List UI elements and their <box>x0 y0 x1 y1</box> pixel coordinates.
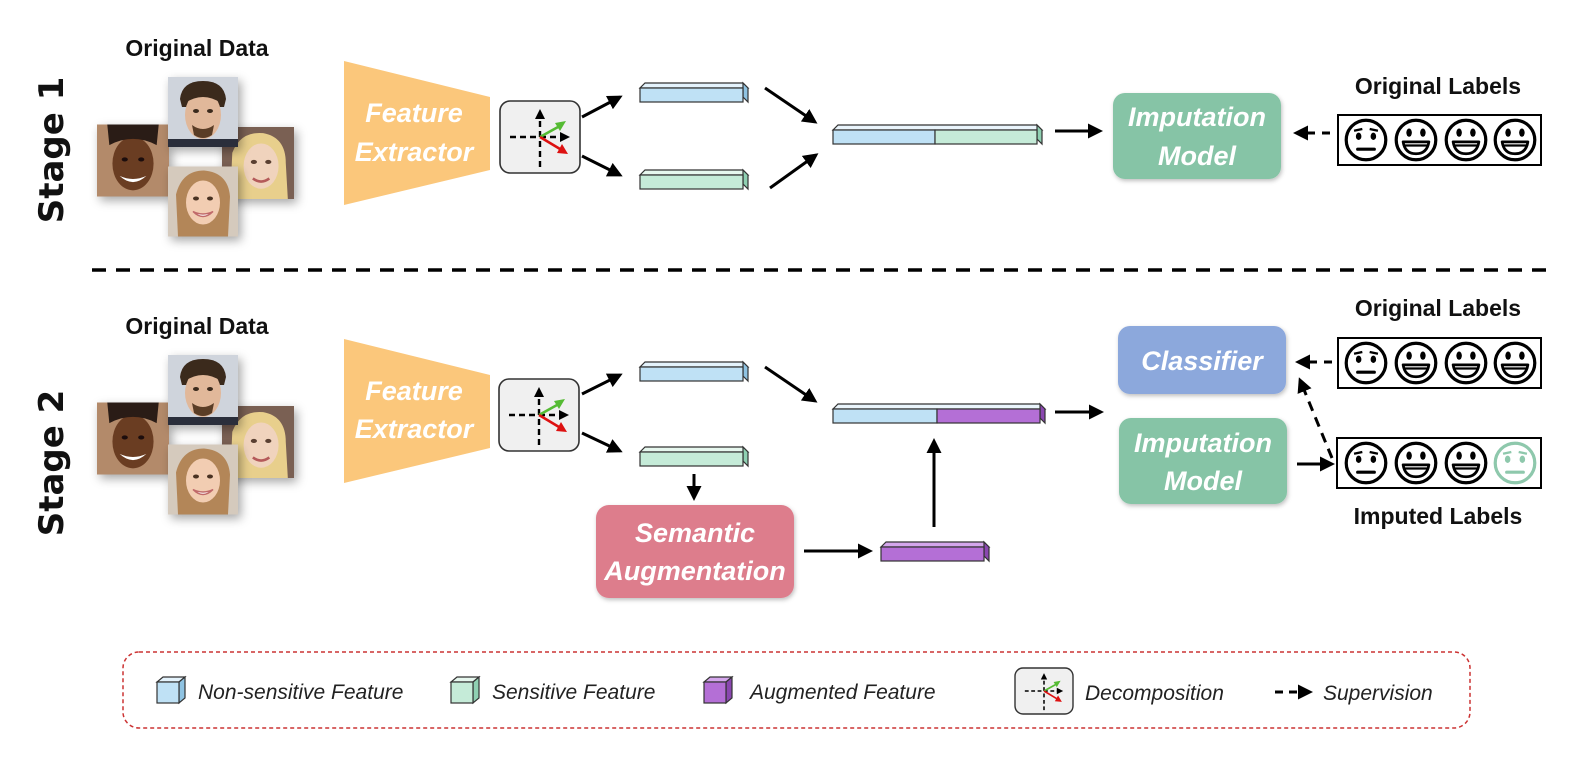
stage2-imputation-model-line2: Model <box>1164 466 1242 496</box>
stage2-semantic-augmentation-line1: Semantic <box>635 518 755 548</box>
legend-non-sensitive-label: Non-sensitive Feature <box>198 681 403 704</box>
stage2-imputation-model-line1: Imputation <box>1134 428 1272 458</box>
stage2-face-collage <box>97 355 294 516</box>
stage2-augmented-feature-bar <box>879 540 991 563</box>
legend-supervision-label: Supervision <box>1323 682 1433 705</box>
stage2-label-face-happy-icon <box>1444 341 1488 385</box>
stage2-imputed-face-neutral-icon <box>1344 441 1388 485</box>
legend-augmented-swatch-icon <box>702 675 734 705</box>
stage2-imputation-model <box>1119 418 1287 504</box>
stage2-label: Stage 2 <box>32 390 72 537</box>
legend-sensitive-label: Sensitive Feature <box>492 681 655 704</box>
stage2-arrows <box>581 354 1335 559</box>
stage2-label-face-happy-icon <box>1493 341 1537 385</box>
stage1-non-sensitive-feature-bar <box>638 81 750 104</box>
stage1-label: Stage 1 <box>32 77 72 224</box>
stage2-feature-extractor-line1: Feature <box>365 376 463 406</box>
stage1-label-face-neutral-icon <box>1344 118 1388 162</box>
stage1-imputation-model-line2: Model <box>1158 141 1236 171</box>
stage1-sensitive-feature-bar <box>638 168 750 191</box>
legend-sensitive-swatch-icon <box>449 675 481 705</box>
stage2-classifier <box>1118 326 1286 394</box>
legend-augmented-label: Augmented Feature <box>748 681 936 704</box>
legend-decomposition-icon <box>1014 667 1074 715</box>
legend-box <box>122 651 1471 729</box>
stage1-arrows <box>581 86 1330 190</box>
stage2-original-labels-title: Original Labels <box>1355 295 1521 321</box>
stage1-imputation-model <box>1113 93 1281 179</box>
stage1-label-face-happy-icon <box>1444 118 1488 162</box>
stage1-feature-extractor: Feature Extractor <box>344 61 490 205</box>
stage1-feature-extractor-line1: Feature <box>365 98 463 128</box>
stage2-concat-feature-bar <box>831 402 1047 425</box>
stage2-imputed-labels-title: Imputed Labels <box>1354 503 1523 529</box>
stage2-non-sensitive-feature-bar <box>638 360 750 383</box>
stage2-classifier-label: Classifier <box>1141 346 1264 376</box>
stage1-decomposition-icon <box>499 100 581 174</box>
stage2-semantic-augmentation <box>596 505 794 598</box>
stage2-label-face-happy-icon <box>1394 341 1438 385</box>
stage2-sensitive-feature-bar <box>638 445 750 468</box>
stage2-original-data-label: Original Data <box>125 313 268 339</box>
stage2-decomposition-icon <box>498 378 580 452</box>
stage1-concat-feature-bar <box>831 123 1044 146</box>
stage2-imputed-face-happy-icon <box>1444 441 1488 485</box>
stage1-label-face-happy-icon <box>1493 118 1537 162</box>
stage1-face-collage <box>97 77 294 238</box>
legend-decomposition-label: Decomposition <box>1085 682 1224 705</box>
stage2-imputed-face-happy-icon <box>1394 441 1438 485</box>
stage1-original-data-label: Original Data <box>125 35 268 61</box>
stage1-feature-extractor-line2: Extractor <box>355 137 475 167</box>
stage1-imputation-model-line1: Imputation <box>1128 102 1266 132</box>
stage2-imputed-face-neutral-green-icon <box>1493 441 1537 485</box>
stage2-semantic-augmentation-line2: Augmentation <box>603 556 786 586</box>
stage2-label-face-neutral-icon <box>1344 341 1388 385</box>
legend-non-sensitive-swatch-icon <box>155 675 187 705</box>
stage1-original-labels-title: Original Labels <box>1355 73 1521 99</box>
stage2-feature-extractor: Feature Extractor <box>344 339 490 483</box>
stage2-feature-extractor-line2: Extractor <box>355 414 475 444</box>
stage1-label-face-happy-icon <box>1394 118 1438 162</box>
